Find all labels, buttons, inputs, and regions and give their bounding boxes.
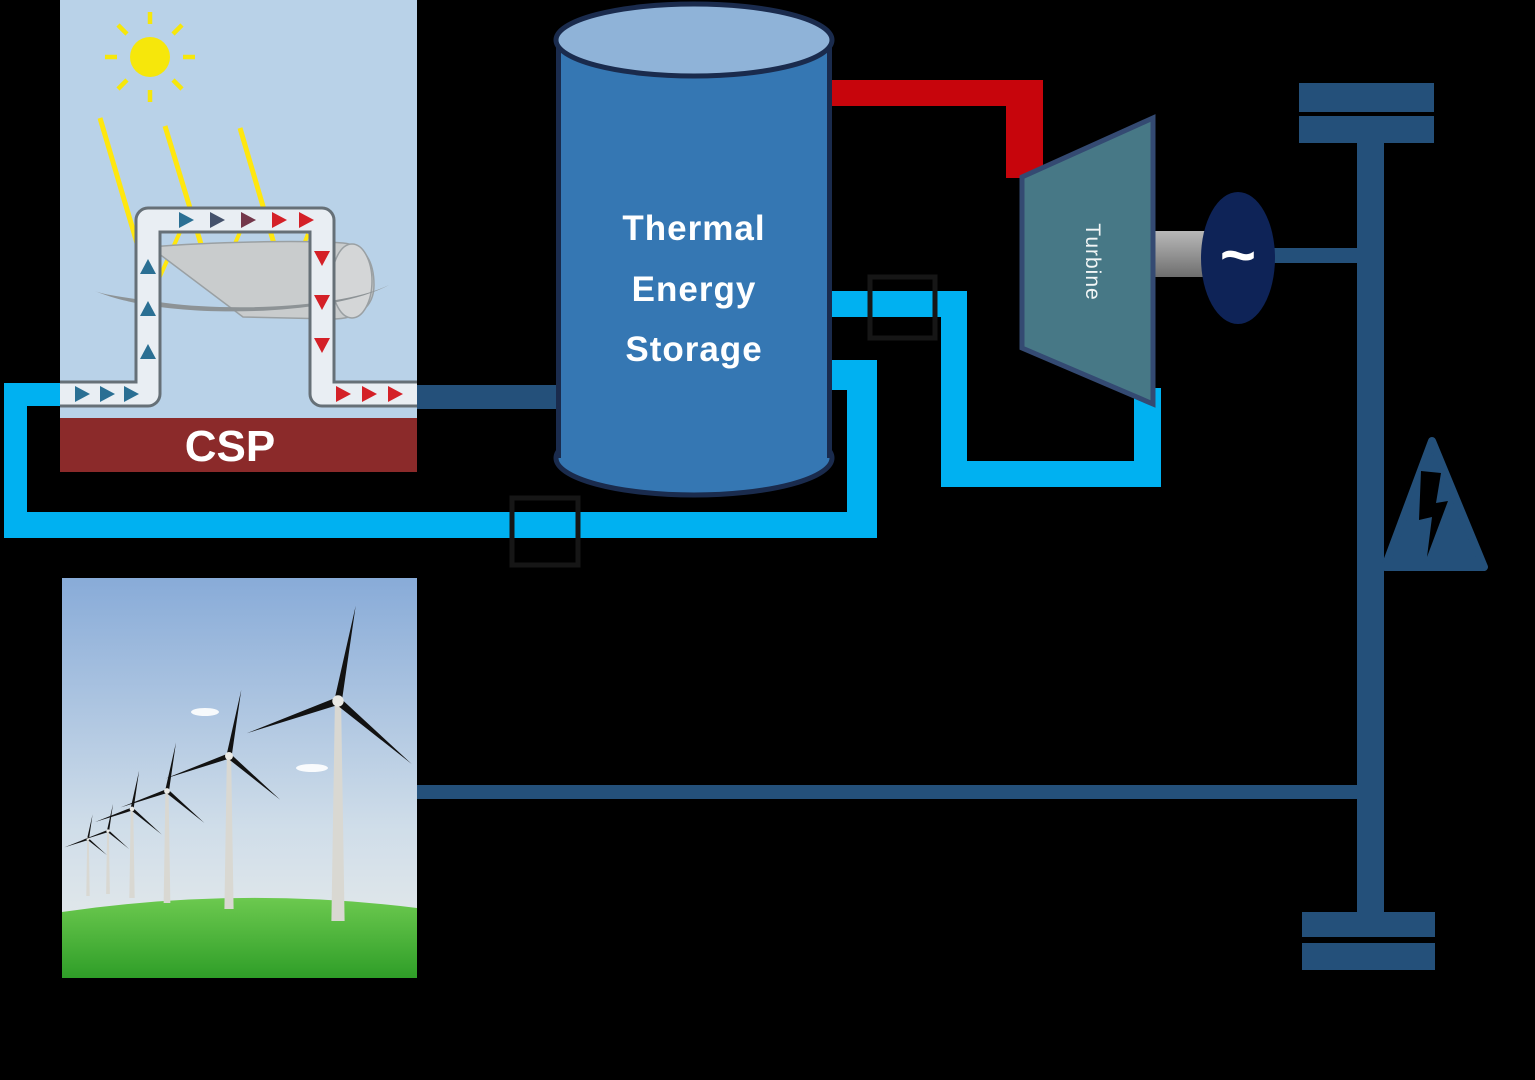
svg-text:Energy: Energy [632, 270, 757, 309]
csp-ground-band [60, 418, 417, 472]
svg-text:Thermal: Thermal [622, 209, 765, 248]
valve-icon [509, 495, 581, 568]
electrical-network [410, 83, 1488, 970]
generator-symbol: ~ [1220, 221, 1256, 290]
svg-text:Storage: Storage [625, 330, 762, 369]
cloud-icon [296, 764, 328, 772]
csp-label: CSP [185, 422, 275, 471]
cold-flow-arrows [75, 212, 194, 402]
cold-pipe-turbine-return [822, 291, 1161, 487]
grass [62, 897, 417, 978]
csp-image: CSP [60, 0, 417, 472]
wind-farm-image [62, 578, 417, 978]
wind-power-line [416, 785, 1358, 799]
cloud-icon [191, 708, 219, 716]
generator-to-bus-line [1268, 248, 1360, 263]
hot-pipe [822, 80, 1043, 178]
transformer-bottom-icon [1302, 912, 1435, 970]
receiver-pipe [60, 206, 417, 408]
transformer-top-icon [1299, 83, 1434, 143]
csp-to-tes-line [410, 385, 556, 409]
generator-icon: ~ [1201, 192, 1275, 324]
valve-icon [867, 274, 938, 341]
bus-line [1357, 143, 1384, 912]
tes-cylinder: Thermal Energy Storage [553, 1, 835, 498]
turbine-shaft [1150, 231, 1208, 277]
turbine-block: Turbine [1019, 114, 1156, 408]
grid-load-icon [1381, 437, 1488, 571]
lightning-bolt-icon [1419, 471, 1448, 557]
cold-pipe-csp-loop [4, 360, 877, 538]
turbine-label: Turbine [1081, 223, 1104, 300]
sun-icon [105, 12, 195, 102]
tes-label: Thermal Energy Storage [622, 209, 765, 369]
hot-flow-arrows [272, 212, 403, 402]
